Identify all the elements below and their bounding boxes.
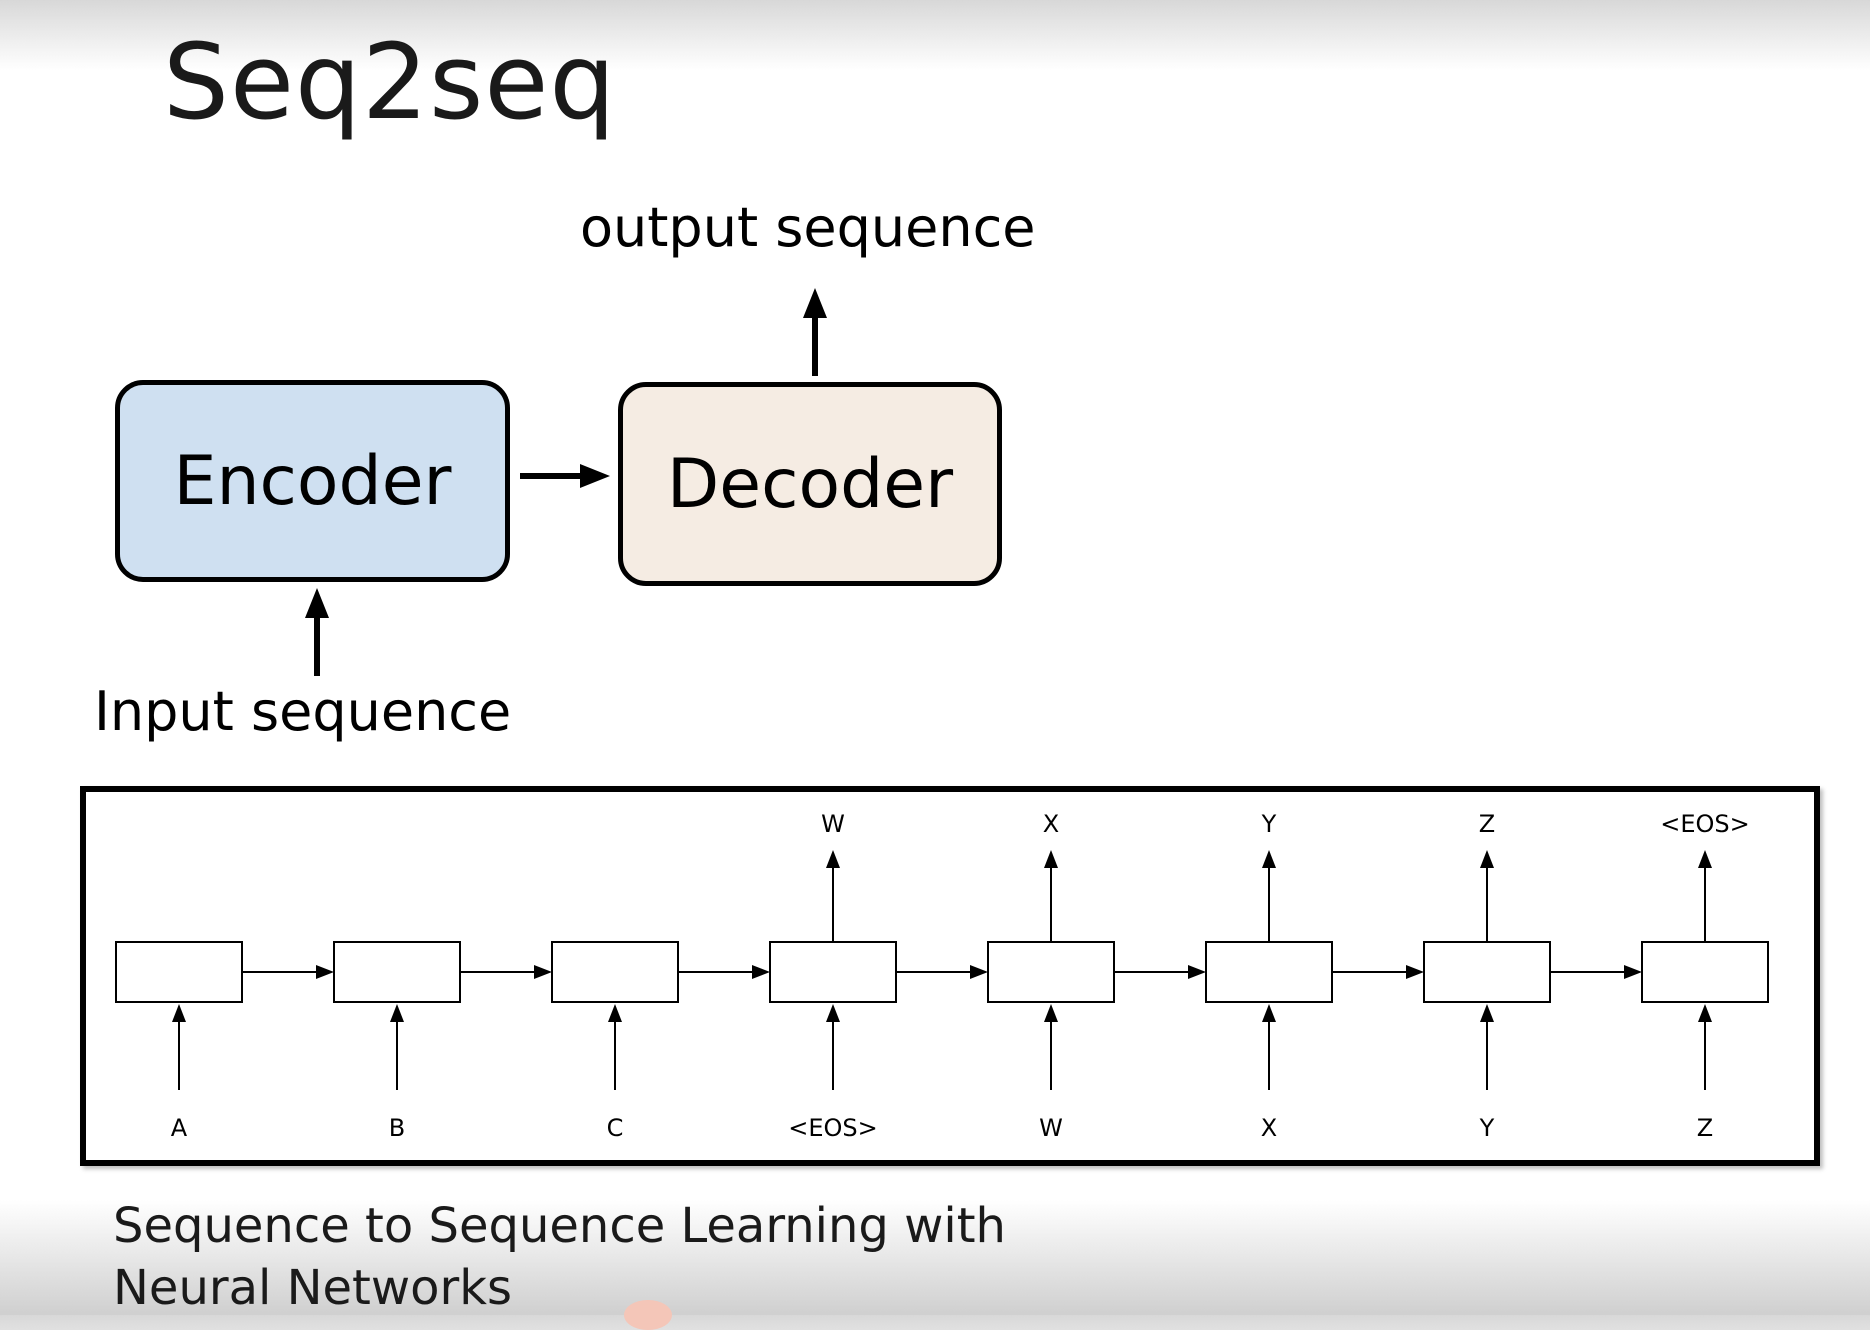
rnn-input-label-6: X bbox=[1261, 1114, 1277, 1142]
rnn-input-label-4: <EOS> bbox=[788, 1114, 878, 1142]
encoder-label: Encoder bbox=[173, 441, 452, 521]
rnn-recurrent-arrow-3-head bbox=[752, 965, 770, 979]
rnn-output-label-5: X bbox=[1043, 810, 1059, 838]
rnn-output-arrow-5-head bbox=[1044, 850, 1058, 868]
rnn-cell-1 bbox=[115, 941, 243, 1003]
rnn-recurrent-arrow-4-head bbox=[970, 965, 988, 979]
output-sequence-label: output sequence bbox=[580, 196, 1036, 259]
rnn-input-arrow-3-head bbox=[608, 1004, 622, 1022]
encoder-block: Encoder bbox=[115, 380, 510, 582]
rnn-cell-7 bbox=[1423, 941, 1551, 1003]
rnn-input-label-2: B bbox=[389, 1114, 405, 1142]
rnn-input-label-3: C bbox=[607, 1114, 624, 1142]
rnn-input-arrow-7-head bbox=[1480, 1004, 1494, 1022]
rnn-recurrent-arrow-1-head bbox=[316, 965, 334, 979]
rnn-cell-8 bbox=[1641, 941, 1769, 1003]
rnn-output-arrow-8-head bbox=[1698, 850, 1712, 868]
rnn-input-label-1: A bbox=[171, 1114, 188, 1142]
rnn-recurrent-arrow-6-head bbox=[1406, 965, 1424, 979]
rnn-cell-2 bbox=[333, 941, 461, 1003]
slide-title: Seq2seq bbox=[163, 21, 617, 143]
paper-caption: Sequence to Sequence Learning with Neura… bbox=[113, 1195, 1213, 1319]
rnn-cell-4 bbox=[769, 941, 897, 1003]
rnn-unrolled-panel: A B C <EOS> W W X X Y Y Z Z <EOS> bbox=[80, 786, 1820, 1166]
rnn-input-arrow-6-head bbox=[1262, 1004, 1276, 1022]
rnn-output-label-7: Z bbox=[1479, 810, 1495, 838]
rnn-input-arrow-8-head bbox=[1698, 1004, 1712, 1022]
rnn-output-label-4: W bbox=[821, 810, 845, 838]
rnn-input-arrow-5-head bbox=[1044, 1004, 1058, 1022]
rnn-cell-6 bbox=[1205, 941, 1333, 1003]
recording-indicator bbox=[624, 1300, 672, 1330]
rnn-recurrent-arrow-5-head bbox=[1188, 965, 1206, 979]
decoder-label: Decoder bbox=[666, 444, 954, 524]
rnn-output-label-6: Y bbox=[1261, 810, 1277, 838]
rnn-output-arrow-6-head bbox=[1262, 850, 1276, 868]
input-sequence-label: Input sequence bbox=[94, 680, 512, 743]
rnn-output-arrow-4-head bbox=[826, 850, 840, 868]
encoder-to-decoder-arrow bbox=[520, 464, 610, 488]
caption-line-2: Neural Networks bbox=[113, 1260, 513, 1316]
rnn-input-label-7: Y bbox=[1479, 1114, 1495, 1142]
rnn-cell-3 bbox=[551, 941, 679, 1003]
rnn-output-label-8: <EOS> bbox=[1660, 810, 1750, 838]
decoder-to-output-arrow bbox=[803, 288, 827, 376]
rnn-input-label-5: W bbox=[1039, 1114, 1063, 1142]
rnn-input-arrow-4-head bbox=[826, 1004, 840, 1022]
rnn-input-label-8: Z bbox=[1697, 1114, 1713, 1142]
rnn-unrolled-diagram: A B C <EOS> W W X X Y Y Z Z <EOS> bbox=[115, 810, 1769, 1142]
rnn-cell-5 bbox=[987, 941, 1115, 1003]
rnn-input-arrow-2-head bbox=[390, 1004, 404, 1022]
caption-line-1: Sequence to Sequence Learning with bbox=[113, 1198, 1006, 1254]
decoder-block: Decoder bbox=[618, 382, 1002, 586]
rnn-recurrent-arrow-2-head bbox=[534, 965, 552, 979]
rnn-recurrent-arrow-7-head bbox=[1624, 965, 1642, 979]
rnn-input-arrow-1-head bbox=[172, 1004, 186, 1022]
input-to-encoder-arrow bbox=[305, 588, 329, 676]
rnn-output-arrow-7-head bbox=[1480, 850, 1494, 868]
